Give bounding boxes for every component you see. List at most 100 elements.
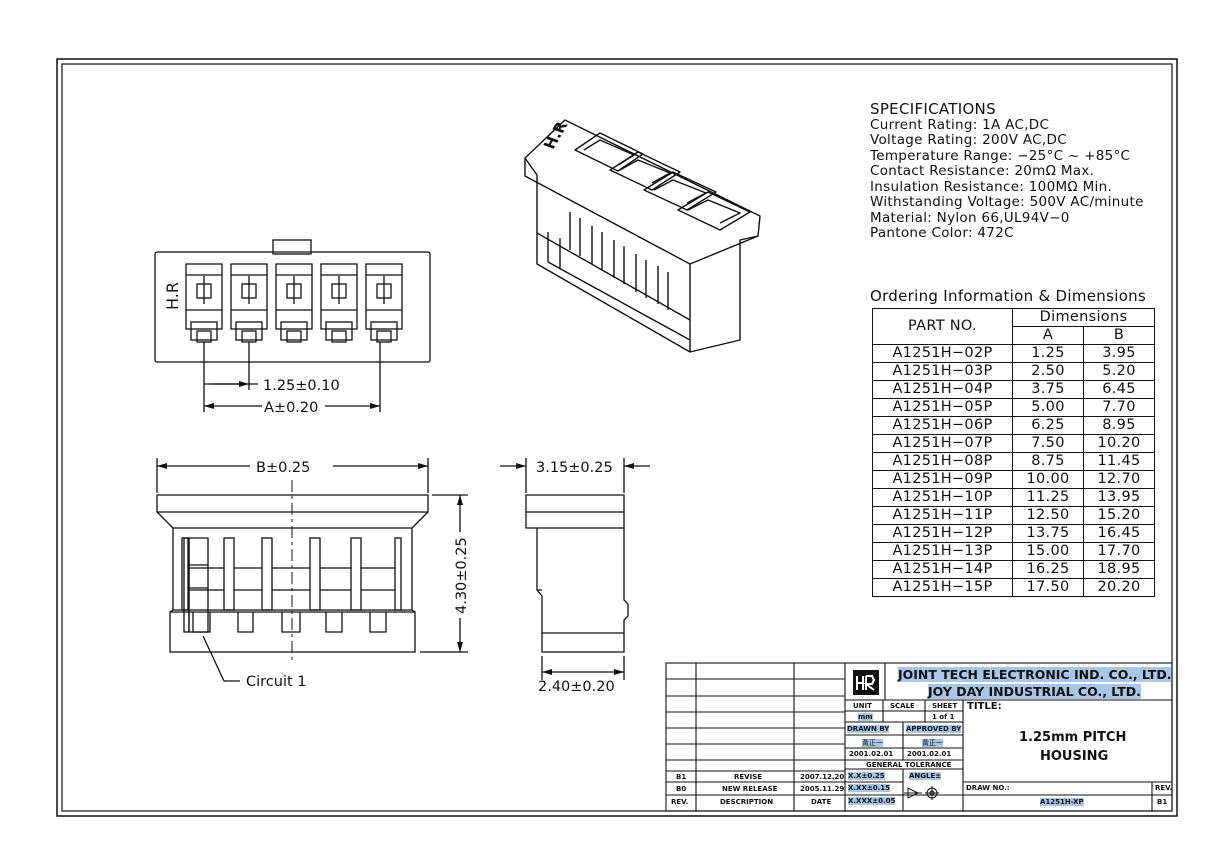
iso-brand-mark: H.R [540, 119, 572, 151]
title-line-2: HOUSING [1040, 749, 1109, 764]
spec-line: Material: Nylon 66,UL94V−0 [870, 209, 1070, 226]
spec-line: Insulation Resistance: 100MΩ Min. [870, 178, 1113, 195]
drawn-by-label: DRAWN BY [847, 725, 890, 733]
part-number-cell: A1251H−14P [872, 560, 1013, 579]
approved-by-name: 黃正一 [922, 739, 943, 747]
draw-no-label: DRAW NO.: [966, 784, 1010, 792]
revision-description: REVISE [734, 773, 763, 781]
unit-value: mm [858, 713, 873, 721]
spec-line: Current Rating: 1A AC,DC [870, 116, 1050, 133]
part-number-cell: A1251H−03P [872, 362, 1013, 381]
part-number-cell: A1251H−10P [872, 488, 1013, 507]
company-name-2: JOY DAY INDUSTRIAL CO., LTD. [928, 684, 1141, 699]
part-number-cell: A1251H−02P [872, 344, 1013, 363]
revision-description: NEW RELEASE [722, 785, 778, 793]
spec-line: Temperature Range: −25°C ~ +85°C [870, 147, 1131, 164]
dim-a-cell: 17.50 [1012, 578, 1084, 597]
tolerance-2: X.XX±0.15 [848, 784, 890, 792]
dim-a-cell: 13.75 [1012, 524, 1084, 543]
title-block-grid [665, 662, 1173, 812]
dim-b-cell: 18.95 [1083, 560, 1155, 579]
part-number-cell: A1251H−06P [872, 416, 1013, 435]
dim-a-cell: 10.00 [1012, 470, 1084, 489]
title-line-1: 1.25mm PITCH [1019, 730, 1127, 745]
part-number-cell: A1251H−08P [872, 452, 1013, 471]
dim-a-cell: 3.75 [1012, 380, 1084, 399]
date-column-header: DATE [811, 798, 832, 806]
dim-a-cell: 5.00 [1012, 398, 1084, 417]
revision-date: 2007.12.20 [800, 773, 845, 781]
part-number-cell: A1251H−05P [872, 398, 1013, 417]
revision-rev: B0 [676, 785, 687, 793]
sheet-border-inner [61, 63, 1173, 812]
part-number-cell: A1251H−13P [872, 542, 1013, 561]
sheet-value: 1 of 1 [932, 713, 955, 721]
part-number-cell: A1251H−12P [872, 524, 1013, 543]
spec-line: Contact Resistance: 20mΩ Max. [870, 163, 1095, 179]
scale-label: SCALE [890, 702, 915, 710]
a-dim-label: A±0.20 [264, 400, 318, 416]
col-b-header: B [1083, 326, 1155, 345]
revision-date: 2005.11.29 [800, 785, 845, 793]
part-number-cell: A1251H−15P [872, 578, 1013, 597]
ordering-header-row: PART NO. Dimensions [872, 308, 1155, 345]
company-logo [853, 670, 879, 695]
title-label: TITLE: [967, 701, 1002, 712]
approved-by-date: 2001.02.01 [907, 750, 952, 758]
part-number-cell: A1251H−09P [872, 470, 1013, 489]
front-view [156, 458, 468, 682]
projection-symbol-icon [904, 786, 939, 800]
side-view [500, 458, 650, 680]
dim-b-cell: 5.20 [1083, 362, 1155, 381]
dim-a-cell: 2.50 [1012, 362, 1084, 381]
dim-b-cell: 20.20 [1083, 578, 1155, 597]
isometric-view [524, 119, 761, 353]
unit-label: UNIT [853, 702, 872, 710]
spec-line: Voltage Rating: 200V AC,DC [870, 132, 1067, 148]
tolerance-3: X.XXX±0.05 [848, 797, 896, 805]
revision-rev: B1 [676, 773, 687, 781]
dim-a-cell: 12.50 [1012, 506, 1084, 525]
company-name-1: JOINT TECH ELECTRONIC IND. CO., LTD. [898, 667, 1172, 682]
angle-label: ANGLE± [909, 772, 942, 780]
general-tolerance-label: GENERAL TOLERANCE [866, 761, 952, 769]
b-dim-label: B±0.25 [256, 460, 310, 476]
rev-value: B1 [1157, 798, 1168, 806]
dim-a-cell: 16.25 [1012, 560, 1084, 579]
dim-b-cell: 3.95 [1083, 344, 1155, 363]
dim-a-cell: 6.25 [1012, 416, 1084, 435]
circuit-label: Circuit 1 [246, 674, 307, 690]
dim-b-cell: 12.70 [1083, 470, 1155, 489]
specifications-block: SPECIFICATIONS Current Rating: 1A AC,DC … [870, 101, 1144, 242]
dim-a-cell: 1.25 [1012, 344, 1084, 363]
dim-a-cell: 8.75 [1012, 452, 1084, 471]
rev-label: REV. [1155, 784, 1173, 792]
dim-b-cell: 13.95 [1083, 488, 1155, 507]
drawn-by-name: 黃正一 [862, 739, 883, 747]
part-number-cell: A1251H−04P [872, 380, 1013, 399]
ordering-title: Ordering Information & Dimensions [870, 287, 1147, 305]
dim-b-cell: 17.70 [1083, 542, 1155, 561]
spec-line: Withstanding Voltage: 500V AC/minute [870, 194, 1144, 210]
height-dim-label: 4.30±0.25 [454, 537, 470, 614]
part-number-cell: A1251H−11P [872, 506, 1013, 525]
description-column-header: DESCRIPTION [720, 798, 774, 806]
dim-a-cell: 7.50 [1012, 434, 1084, 453]
dim-a-cell: 11.25 [1012, 488, 1084, 507]
dim-b-cell: 11.45 [1083, 452, 1155, 471]
dim-b-cell: 15.20 [1083, 506, 1155, 525]
drawn-by-date: 2001.02.01 [849, 750, 894, 758]
dimensions-header: Dimensions [1012, 308, 1155, 327]
spec-line: Pantone Color: 472C [870, 225, 1014, 241]
top-view-brand-mark: H.R [163, 282, 182, 310]
